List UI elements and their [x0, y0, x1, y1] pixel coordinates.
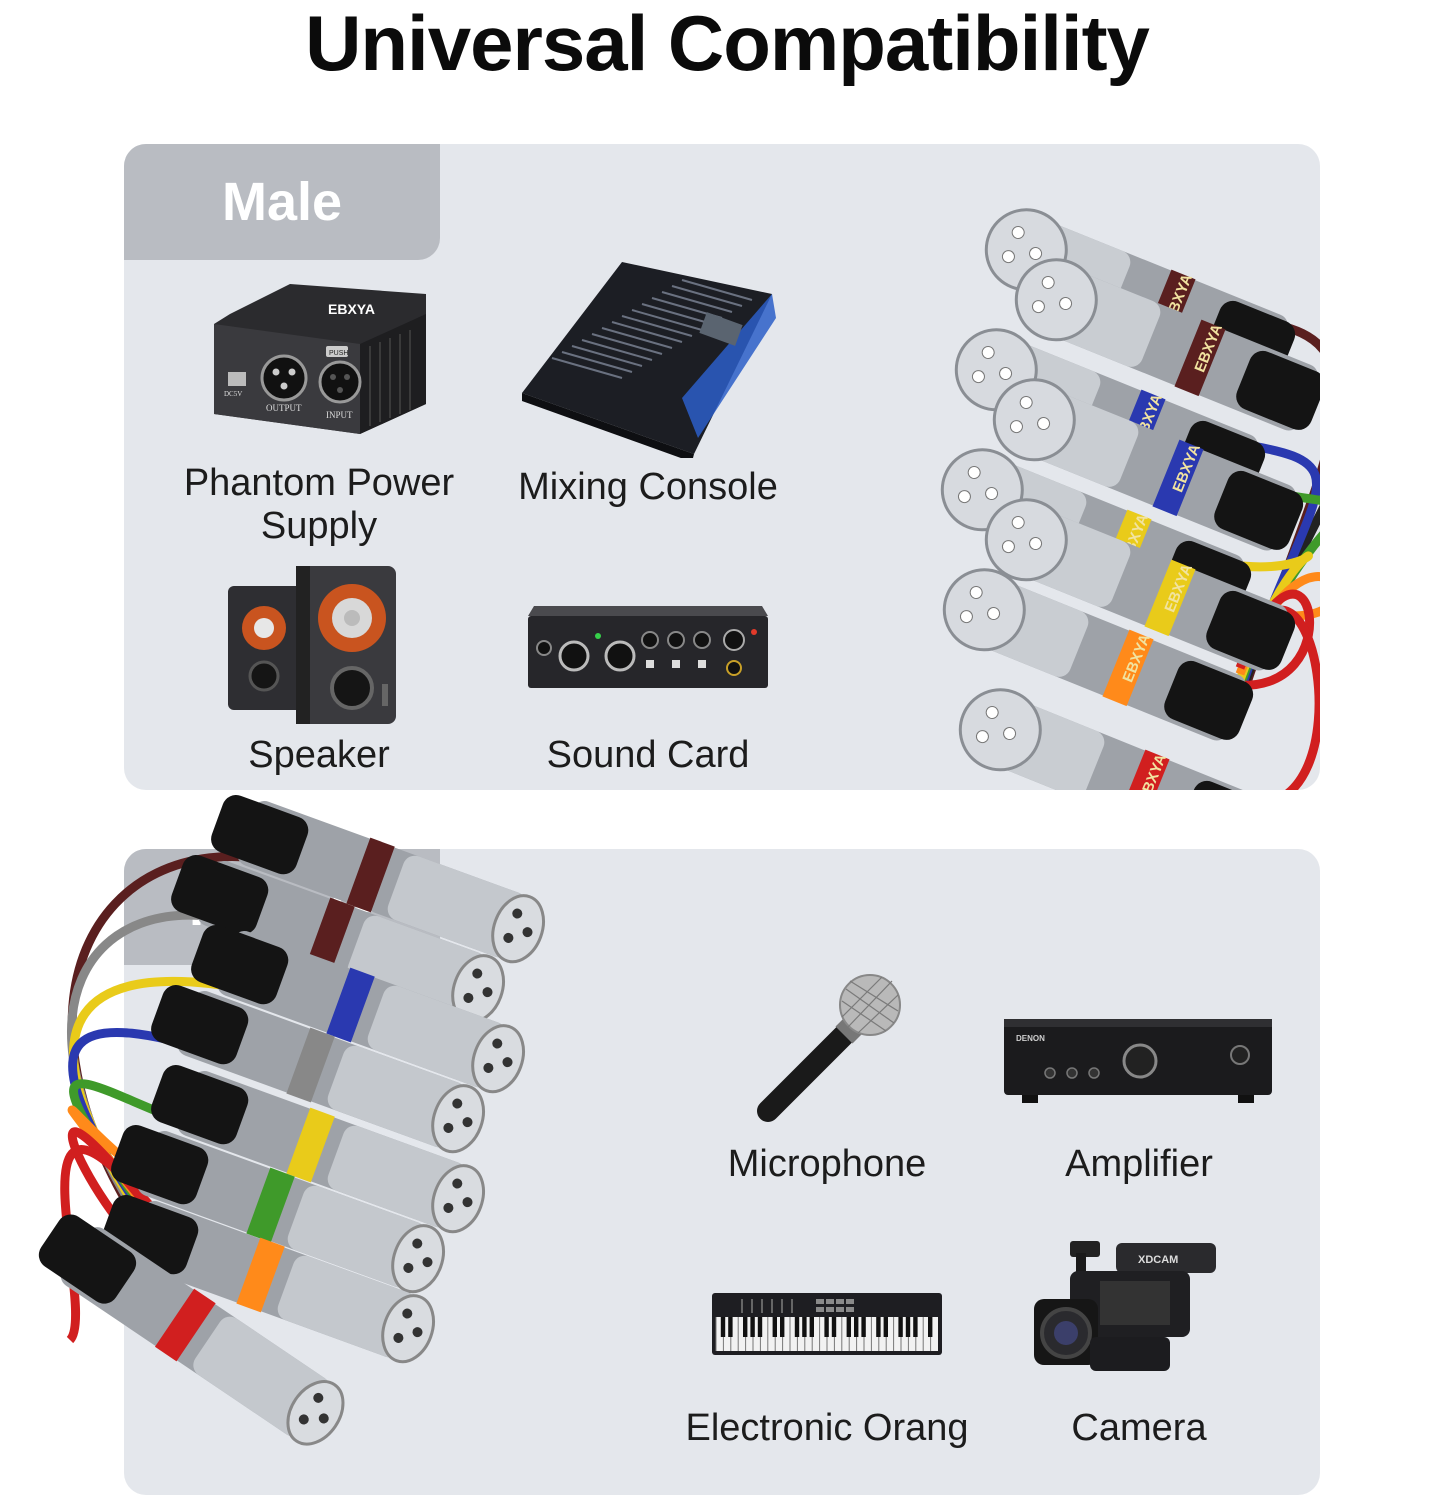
phantom-power-supply-icon: EBXYA OUTPUT INPUT DC5V PUSH: [214, 284, 426, 434]
female-xlr-connector-bundle: [38, 795, 545, 1446]
camera-icon: XDCAM: [1034, 1241, 1216, 1371]
device-label-microphone: Microphone: [727, 1143, 927, 1185]
device-label-speaker: Speaker: [248, 734, 390, 776]
phantom-input-label: INPUT: [326, 410, 353, 420]
device-label-phantom-power-supply: Phantom Power Supply: [183, 462, 455, 547]
mixing-console-icon: [522, 262, 776, 458]
sound-card-icon: [528, 606, 768, 688]
phantom-push-label: PUSH: [329, 350, 348, 357]
amplifier-icon: DENON: [1004, 1019, 1272, 1103]
device-label-mixing-console: Mixing Console: [518, 466, 778, 508]
device-label-electronic-orang: Electronic Orang: [685, 1407, 969, 1449]
device-label-amplifier: Amplifier: [1065, 1143, 1213, 1185]
male-compatibility-panel: Male EBXYA OUTPUT INPUT DC5V PUSH Phanto…: [124, 144, 1320, 790]
device-label-sound-card: Sound Card: [546, 734, 750, 776]
phantom-output-label: OUTPUT: [266, 403, 302, 413]
microphone-icon: [757, 974, 901, 1122]
camera-brand-label: XDCAM: [1138, 1254, 1178, 1266]
amplifier-brand-label: DENON: [1016, 1034, 1045, 1043]
device-label-camera: Camera: [1071, 1407, 1207, 1449]
phantom-dc-label: DC5V: [224, 390, 242, 398]
speaker-icon: [228, 566, 396, 724]
electronic-keyboard-icon: [712, 1293, 942, 1355]
male-tab: Male: [124, 144, 440, 260]
page-title: Universal Compatibility: [305, 0, 1150, 87]
phantom-brand-label: EBXYA: [328, 301, 375, 317]
